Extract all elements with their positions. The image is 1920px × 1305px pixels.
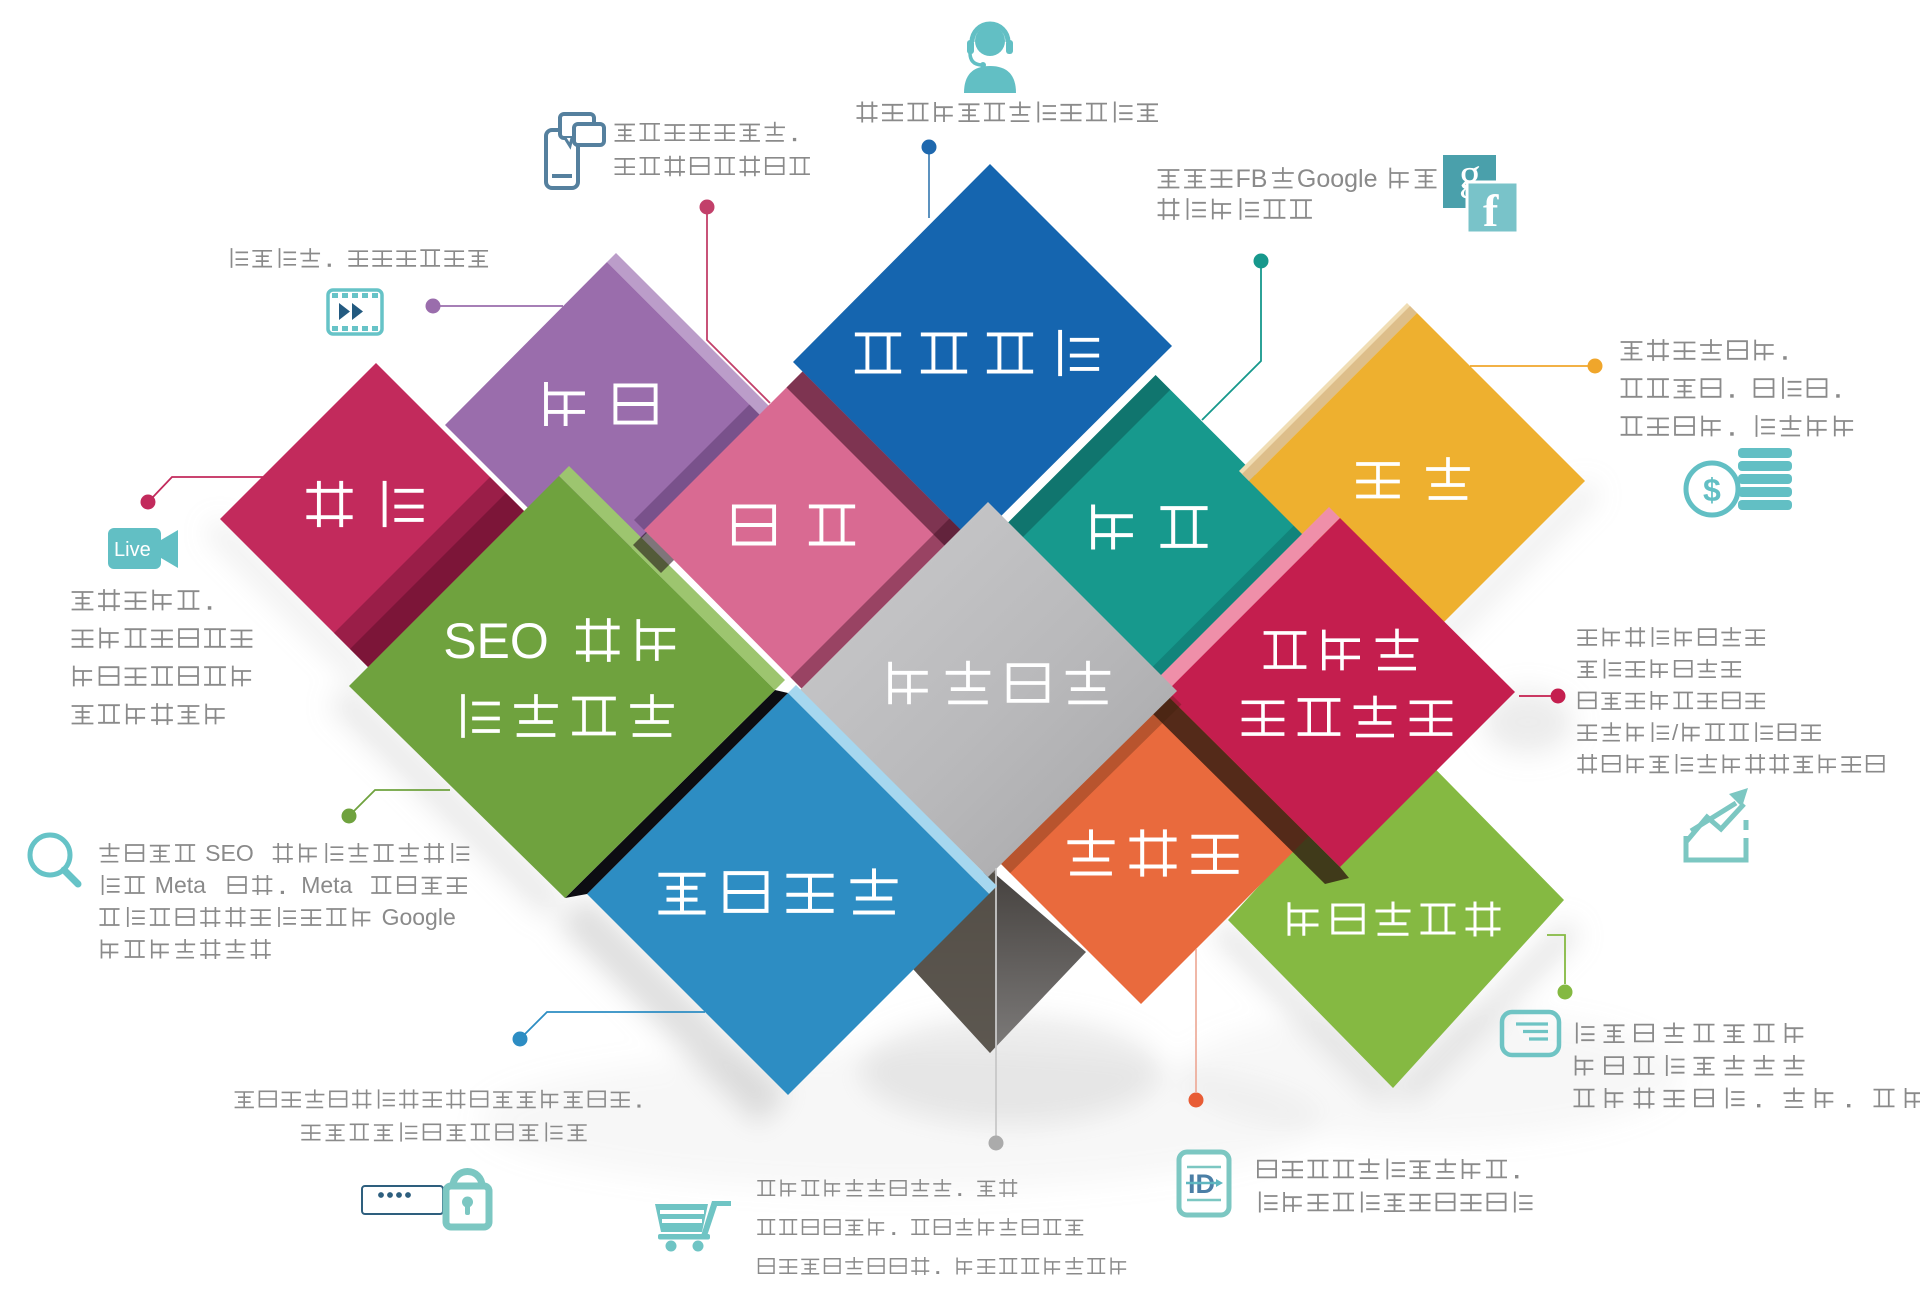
svg-text:Meta: Meta [148,872,212,898]
svg-text:Live: Live [114,539,151,561]
svg-text:/: / [1672,720,1679,745]
svg-text:Meta: Meta [301,872,359,898]
svg-text:Google: Google [1297,165,1378,193]
svg-text:FB: FB [1236,165,1268,193]
svg-text:f: f [1483,185,1499,236]
svg-text:SEO: SEO [443,613,549,669]
svg-text:$: $ [1703,472,1721,508]
svg-text:Google: Google [375,904,456,930]
svg-text:SEO: SEO [199,840,260,866]
